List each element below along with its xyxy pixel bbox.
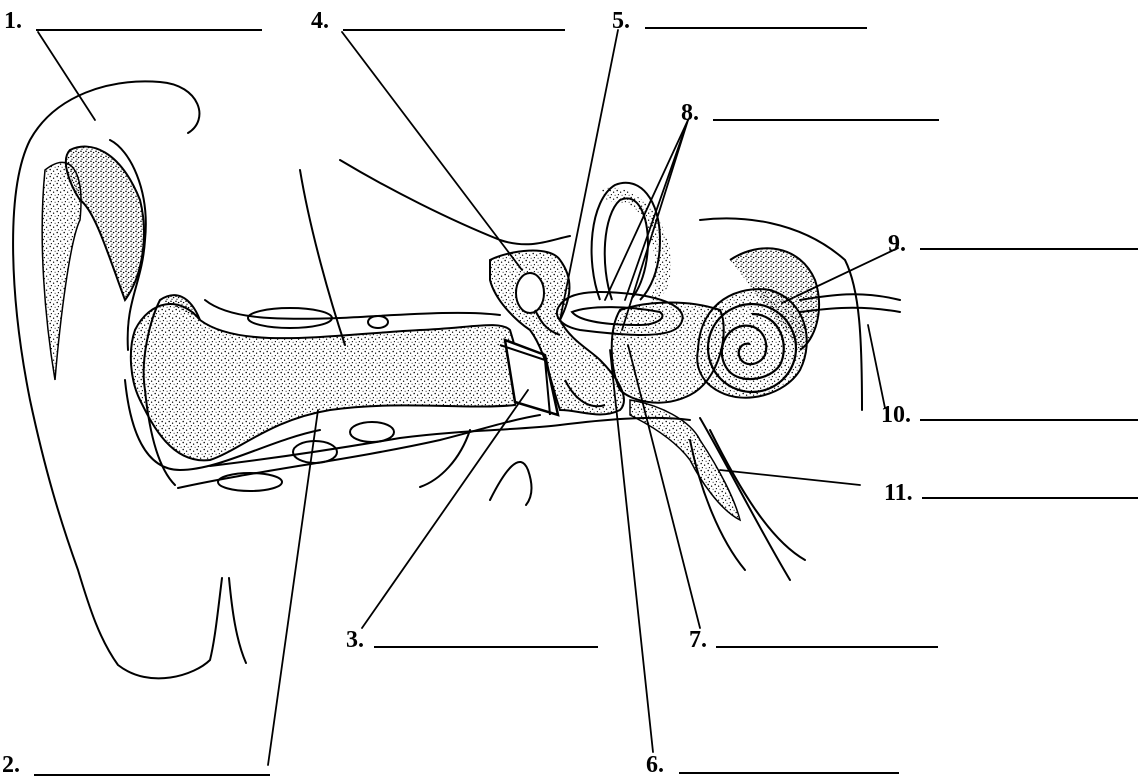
answer-line-1[interactable] (36, 29, 262, 31)
answer-line-8[interactable] (713, 119, 939, 121)
label-number-9: 9. (888, 231, 906, 257)
answer-line-7[interactable] (716, 646, 938, 648)
leader-line-4 (342, 32, 522, 270)
label-number-5: 5. (612, 8, 630, 34)
answer-line-4[interactable] (343, 29, 565, 31)
label-number-11: 11. (884, 480, 913, 506)
label-number-6: 6. (646, 752, 664, 778)
answer-line-3[interactable] (374, 646, 598, 648)
answer-line-9[interactable] (920, 248, 1138, 250)
answer-line-2[interactable] (34, 774, 270, 776)
answer-line-6[interactable] (679, 772, 899, 774)
answer-line-11[interactable] (922, 497, 1138, 499)
leader-line-5 (560, 30, 618, 320)
label-number-3: 3. (346, 627, 364, 653)
label-number-7: 7. (689, 627, 707, 653)
label-number-1: 1. (4, 8, 22, 34)
answer-line-10[interactable] (920, 419, 1138, 421)
leader-line-10 (868, 325, 885, 408)
lobe-edge (229, 578, 246, 663)
leader-line-2 (268, 410, 318, 765)
label-number-10: 10. (881, 402, 911, 428)
label-number-2: 2. (2, 752, 20, 778)
ear-canal-shading (131, 304, 518, 460)
leader-line-1 (38, 32, 95, 120)
leader-line-11 (720, 470, 860, 485)
label-number-4: 4. (311, 8, 329, 34)
leader-line-8a (605, 120, 688, 300)
cochlea (697, 289, 807, 398)
answer-line-5[interactable] (645, 27, 867, 29)
label-number-8: 8. (681, 100, 699, 126)
